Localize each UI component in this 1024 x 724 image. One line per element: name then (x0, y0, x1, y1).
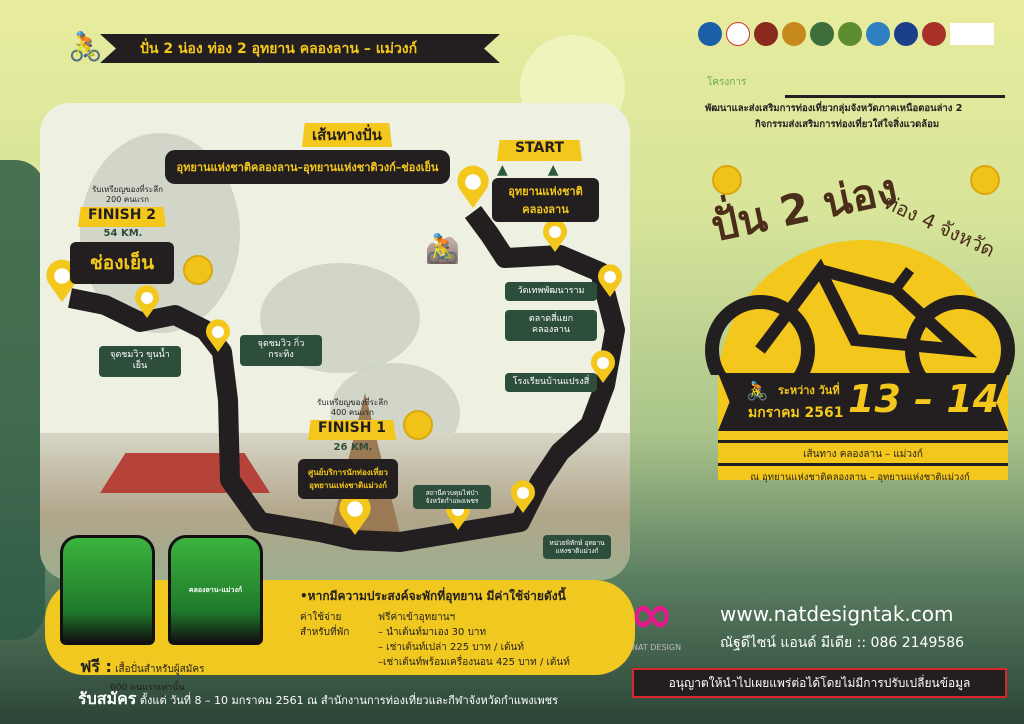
route-line: เส้นทาง คลองลาน – แม่วงก์ (803, 449, 923, 460)
sponsor-logo-icon (810, 22, 834, 46)
medal-icon (712, 165, 742, 195)
stop-label: วัดเทพพัฒนาราม (505, 282, 597, 302)
accommodation-heading: •หากมีความประสงค์จะพักที่อุทยาน มีค่าใช้… (300, 589, 566, 603)
finish1-place: ศูนย์บริการนักท่องเที่ยว อุทยานแห่งชาติแ… (298, 459, 398, 499)
divider (718, 440, 1008, 443)
sponsor-logo-icon (754, 22, 778, 46)
project-line-2: กิจกรรมส่งเสริมการท่องเที่ยวใส่ใจสิ่งแวด… (755, 119, 940, 130)
header-title: ปั่น 2 น่อง ท่อง 2 อุทยาน คลองลาน – แม่ว… (140, 40, 418, 57)
route-title: เส้นทางปั่น (302, 123, 392, 147)
bicycle-icon (705, 258, 1015, 375)
sponsor-logo-icon (782, 22, 806, 46)
map-pin-dot (347, 501, 363, 517)
divider (785, 95, 1005, 98)
brand-name: NAT DESIGN (632, 643, 682, 652)
nat-design-logo: ∞ (630, 585, 674, 645)
sponsor-logo-icon (698, 22, 722, 46)
map-pin-dot (141, 292, 153, 304)
project-label: โครงการ (707, 77, 747, 88)
cyclist-icon: 🚴 (746, 381, 769, 402)
map-pin-dot (54, 268, 70, 284)
cost-label: ค่าใช้จ่ายสำหรับที่พัก (300, 612, 350, 638)
stop-label: จุดชมวิว กิ่วกระทิง (240, 335, 322, 366)
sponsor-logos (698, 22, 994, 46)
cyclist-icon: 🚴 (68, 30, 103, 63)
finish2-place: ช่องเย็น (70, 242, 174, 284)
website-link[interactable]: www.natdesigntak.com (720, 602, 954, 626)
map-pin-dot (549, 226, 561, 238)
sponsor-logo-icon (922, 22, 946, 46)
project-line-1: พัฒนาและส่งเสริมการท่องเที่ยวกลุ่มจังหวั… (705, 103, 963, 114)
finish1-distance: 26 KM. (333, 442, 373, 453)
date-days: 13 – 14 (848, 377, 1000, 421)
map-pin-dot (604, 271, 616, 283)
map-pin-dot (465, 174, 481, 190)
stop-label: หน่วยพิทักษ์ อุทยานแห่งชาติแม่วงก์ (543, 535, 611, 560)
header-ribbon: ปั่น 2 น่อง ท่อง 2 อุทยาน คลองลาน – แม่ว… (100, 34, 500, 63)
stop-label: สถานีควบคุมไฟป่า จังหวัดกำแพงเพชร (413, 485, 491, 510)
map-pin-dot (517, 487, 529, 499)
route-subtitle: อุทยานแห่งชาติคลองลาน–อุทยานแห่งชาติวงก์… (176, 161, 439, 174)
map-pin-dot (212, 326, 224, 338)
sponsor-logo-icon (726, 22, 750, 46)
jersey-back-image: คลองลาน-แม่วงก์ (168, 535, 263, 645)
date-ribbon (718, 373, 1008, 431)
medal-icon (183, 255, 213, 285)
cost-item: –เช่าเต้นท์พร้อมเครื่องนอน 425 บาท / เต้… (378, 657, 570, 668)
cost-list: ฟรีค่าเข้าอุทยานฯ – นำเต้นท์มาเอง 30 บาท… (378, 610, 570, 670)
start-tag: START (497, 140, 582, 161)
copyright-notice: อนุญาตให้นำไปเผยแพร่ต่อได้โดยไม่มีการปรั… (632, 668, 1007, 698)
forest-silhouette (0, 160, 45, 640)
sponsor-logo-icon (894, 22, 918, 46)
date-month: มกราคม 2561 (748, 405, 844, 421)
contact-info: ณัฐดีไซน์ แอนด์ มีเดีย :: 086 2149586 (720, 635, 965, 651)
finish2-distance: 54 KM. (103, 228, 143, 239)
pine-trees-icon: ▲▲ (497, 162, 599, 178)
finish2-tag: FINISH 2 (78, 207, 166, 227)
cost-item: – เช่าเต้นท์เปล่า 225 บาท / เต้นท์ (378, 642, 524, 653)
stop-label: ตลาดสี่แยกคลองลาน (505, 310, 597, 341)
cyclist-icon: 🚵 (425, 232, 460, 265)
stop-label: จุดชมวิว ขุนน้ำเย็น (99, 346, 181, 377)
stop-label: โรงเรียนบ้านแปรงสี่ (505, 373, 597, 393)
venue-line: ณ อุทยานแห่งชาติคลองลาน – อุทยานแห่งชาติ… (750, 472, 970, 483)
medal-icon (970, 165, 1000, 195)
jersey-front-image (60, 535, 155, 645)
registration-text: รับสมัคร ตั้งแต่ วันที่ 8 – 10 มกราคม 25… (78, 689, 558, 708)
route-subtitle-scroll: อุทยานแห่งชาติคลองลาน–อุทยานแห่งชาติวงก์… (165, 150, 450, 184)
sponsor-logo-icon (838, 22, 862, 46)
finish1-tag: FINISH 1 (308, 420, 396, 440)
sponsor-logo-icon (866, 22, 890, 46)
cost-item: – นำเต้นท์มาเอง 30 บาท (378, 627, 487, 638)
medal-icon (403, 410, 433, 440)
map-pin-dot (597, 357, 609, 369)
start-place: อุทยานแห่งชาติ คลองลาน (492, 178, 599, 222)
date-prefix: ระหว่าง วันที่ (778, 384, 840, 397)
divider (718, 463, 1008, 466)
sponsor-logo-icon (950, 23, 994, 45)
cost-item: ฟรีค่าเข้าอุทยานฯ (378, 612, 456, 623)
